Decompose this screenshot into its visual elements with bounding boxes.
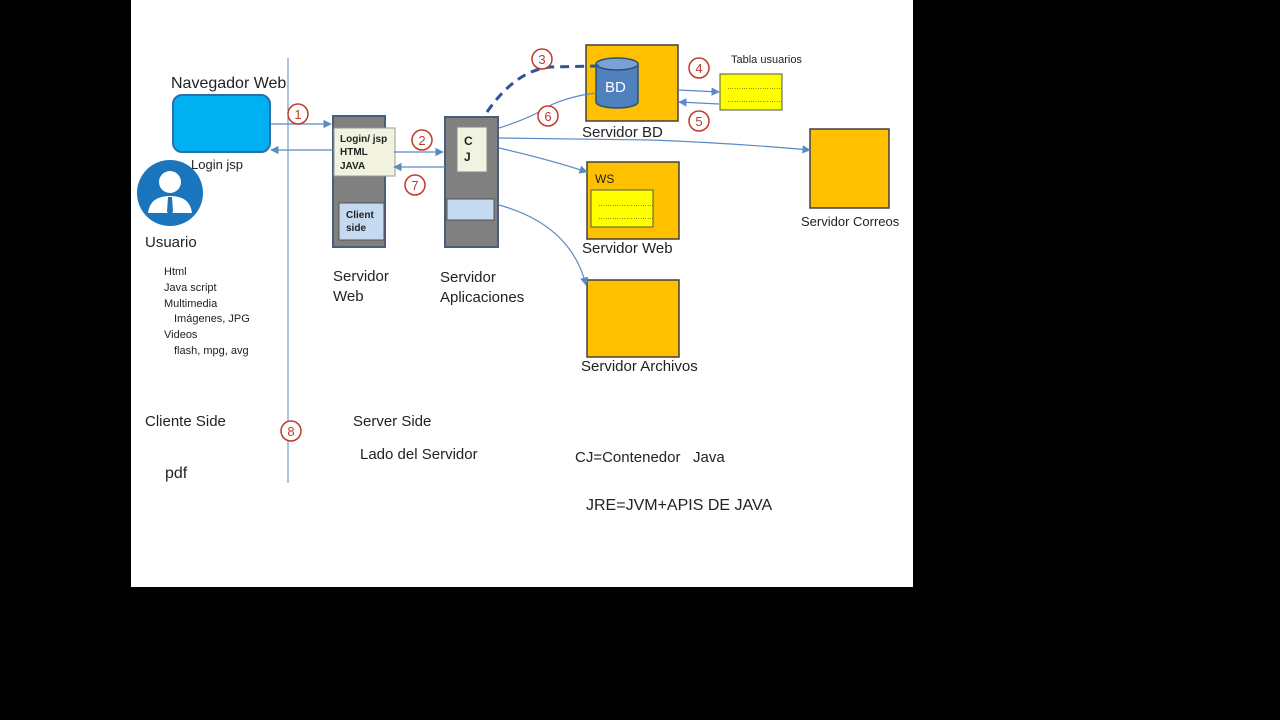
db-label: BD [605,79,626,96]
web-note-line: HTML [340,147,368,158]
cj-text: J [464,150,471,164]
app-server-label: Aplicaciones [440,289,524,306]
client-side-text: side [346,223,366,234]
step-marker-2: 2 [411,129,433,151]
file-server-label: Servidor Archivos [581,358,698,375]
tech-item: Html [164,266,187,278]
table-row: …………………… [727,84,783,91]
app-server-label: Servidor [440,269,496,286]
browser-box[interactable] [172,94,271,153]
user-label: Usuario [145,234,197,251]
client-side-text: Client [346,210,374,221]
svg-text:8: 8 [287,424,294,439]
arrow-app-to-db [498,92,597,129]
web-server-note [333,127,396,177]
slide: Navegador Web Login jsp Usuario Html Jav… [131,0,913,587]
web-note-line: JAVA [340,161,365,172]
users-table-box [719,73,783,111]
web-note-line: Login/ jsp [340,134,387,145]
client-tech-list: Html Java script Multimedia Imágenes, JP… [164,266,250,357]
pdf-label: pdf [165,465,188,482]
jre-definition: JRE=JVM+APIS DE JAVA [586,497,772,514]
step-marker-7: 7 [404,174,426,196]
client-side-box [338,202,385,241]
connectors [270,87,811,286]
browser-sublabel: Login jsp [191,157,243,172]
ws-label: WS [595,172,614,186]
app-server-module [446,198,495,221]
cj-text: C [464,134,473,148]
user-icon [137,160,203,226]
web-server-label: Web [333,288,364,305]
tech-item: flash, mpg, avg [174,345,249,357]
file-server-box[interactable] [586,279,680,358]
svg-text:3: 3 [538,52,545,67]
table-row: …………………… [727,97,783,104]
arrow-app-to-mail [498,137,811,154]
svg-text:5: 5 [695,114,702,129]
database-icon [595,57,639,109]
arrow-db-to-table [678,87,720,96]
step-markers: 1 2 3 4 5 6 7 8 [280,48,710,442]
tech-item: Multimedia [164,298,218,310]
svg-text:7: 7 [411,178,418,193]
tech-item: Videos [164,329,198,341]
arrow-table-to-db [678,98,720,107]
step-marker-6: 6 [537,105,559,127]
ws-inner-box [590,189,654,228]
arrow-app-to-files [498,204,589,286]
step-marker-8: 8 [280,420,302,442]
mail-server-box[interactable] [809,128,890,209]
step-marker-3: 3 [531,48,553,70]
dashed-query-line [485,64,600,113]
step-marker-1: 1 [287,103,309,125]
svg-text:4: 4 [695,61,702,76]
architecture-diagram: Navegador Web Login jsp Usuario Html Jav… [137,44,900,514]
db-server-label: Servidor BD [582,124,663,141]
mail-server-label: Servidor Correos [801,214,900,229]
step-marker-5: 5 [688,110,710,132]
web-server-label: Servidor [333,268,389,285]
tech-item: Imágenes, JPG [174,313,250,325]
svg-text:2: 2 [418,133,425,148]
svg-text:6: 6 [544,109,551,124]
browser-title: Navegador Web [171,75,286,92]
arrow-app-to-ws [498,147,588,174]
ws-server-label: Servidor Web [582,240,673,257]
server-side-label: Server Side [353,413,431,430]
ws-row: …………………… [598,214,654,221]
cj-container [456,126,488,173]
ws-row: …………………… [598,201,654,208]
server-side-label-es: Lado del Servidor [360,446,478,463]
cj-definition: CJ=Contenedor Java [575,449,725,466]
svg-text:1: 1 [294,107,301,122]
table-label: Tabla usuarios [731,54,802,66]
tech-item: Java script [164,282,217,294]
step-marker-4: 4 [688,57,710,79]
client-side-label: Cliente Side [145,413,226,430]
